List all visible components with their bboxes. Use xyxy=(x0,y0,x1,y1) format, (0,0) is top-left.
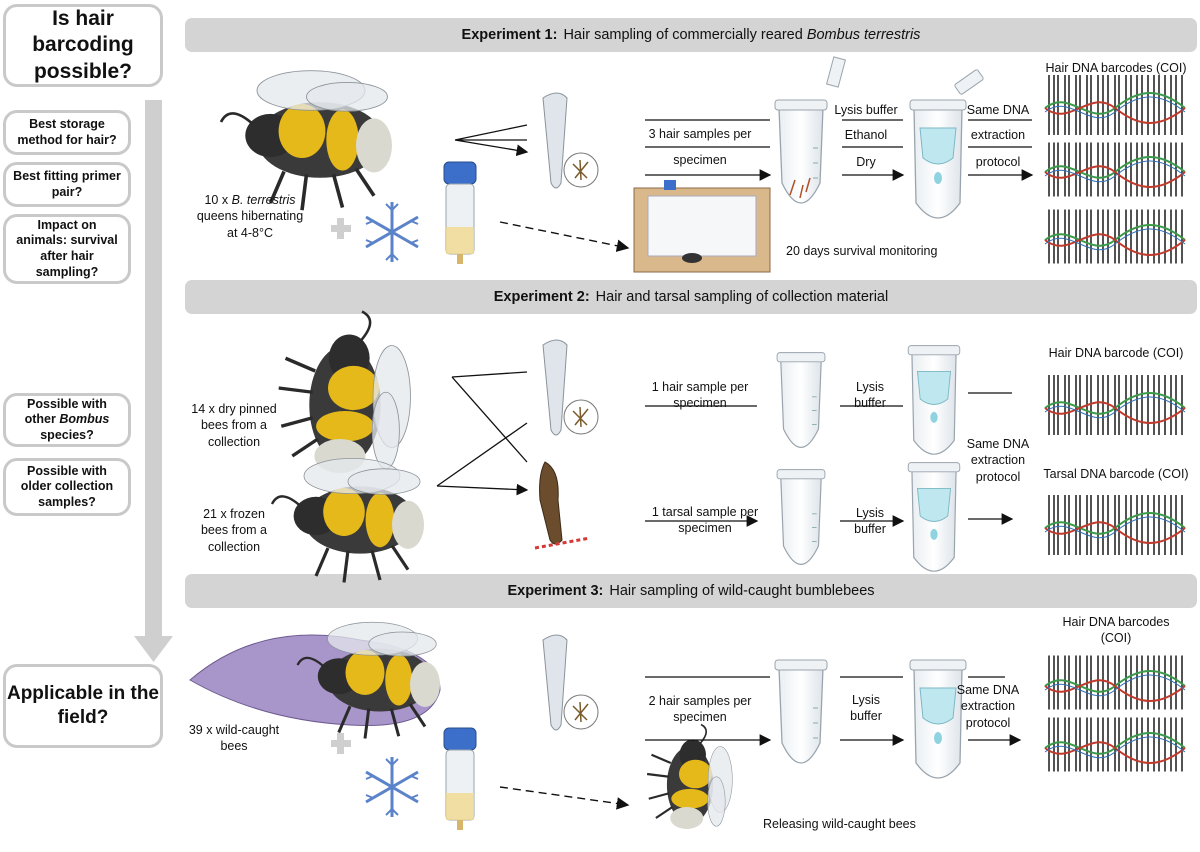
column-exp2-tarsal xyxy=(907,462,961,572)
barcode-exp2-tarsal xyxy=(1044,494,1186,556)
column-exp2-hair xyxy=(907,345,961,455)
plus-sign-exp1 xyxy=(331,218,351,239)
barcode-exp2-hair xyxy=(1044,374,1186,436)
question-impact-on-animals: Impact on animals: survival after hair s… xyxy=(3,214,131,284)
question-primer-pair: Best fitting primer pair? xyxy=(3,162,131,207)
exp2-tarsal-barcode-label: Tarsal DNA barcode (COI) xyxy=(1043,467,1189,481)
plus-sign-exp3 xyxy=(331,733,351,754)
pinned-bee-illustration xyxy=(277,309,413,475)
exp1-samples-label: 3 hair samples per xyxy=(648,127,752,141)
exp1-protocol-2: extraction xyxy=(970,128,1026,142)
monitoring-box-exp1 xyxy=(633,180,771,273)
question-older-collection-samples: Possible with older collection samples? xyxy=(3,458,131,516)
exp1-protocol-1: Same DNA xyxy=(966,103,1030,117)
swab-exp3 xyxy=(542,634,599,731)
storage-vial-exp3 xyxy=(443,727,477,831)
experiment-2-banner: Experiment 2:Hair and tarsal sampling of… xyxy=(185,280,1197,314)
barcodes-exp3 xyxy=(1044,654,1186,773)
exp1-survival-label: 20 days survival monitoring xyxy=(786,244,938,258)
exp2-hair-barcode-label: Hair DNA barcode (COI) xyxy=(1048,346,1184,360)
exp1-storage-lysis: Lysis buffer xyxy=(834,103,898,117)
tube-exp1 xyxy=(774,99,828,204)
exp1-storage-ethanol: Ethanol xyxy=(844,128,888,142)
experiment-3-banner: Experiment 3:Hair sampling of wild-caugh… xyxy=(185,574,1197,608)
question-applicable-in-field: Applicable in the field? xyxy=(3,664,163,748)
question-other-bombus-species: Possible with other Bombus species? xyxy=(3,393,131,447)
swab-exp1 xyxy=(542,92,599,189)
exp3-release-label: Releasing wild-caught bees xyxy=(763,817,916,831)
exp3-barcodes-label: Hair DNA barcodes(COI) xyxy=(1062,615,1170,646)
snowflake-exp1 xyxy=(364,200,420,264)
exp1-storage-dry: Dry xyxy=(856,155,876,169)
question-hair-barcoding-possible: Is hair barcoding possible? xyxy=(3,4,163,87)
experiment-1-banner: Experiment 1:Hair sampling of commercial… xyxy=(185,18,1197,52)
tube-exp2-hair xyxy=(776,352,826,448)
tube-exp2-tarsal xyxy=(776,469,826,565)
question-storage-method: Best storage method for hair? xyxy=(3,110,131,155)
frozen-bee-illustration xyxy=(270,456,426,585)
exp1-protocol-3: protocol xyxy=(975,155,1021,169)
tarsus-exp2 xyxy=(534,461,591,550)
bee-illustration-exp1 xyxy=(219,68,394,212)
swab-exp2 xyxy=(542,339,599,436)
exp1-samples-label-2: specimen xyxy=(673,153,727,167)
exp1-barcodes-label: Hair DNA barcodes (COI) xyxy=(1045,61,1187,75)
storage-vial-exp1 xyxy=(443,161,477,265)
snowflake-exp3 xyxy=(364,755,420,819)
barcodes-exp1 xyxy=(1044,74,1186,265)
tube-exp3 xyxy=(774,659,828,764)
